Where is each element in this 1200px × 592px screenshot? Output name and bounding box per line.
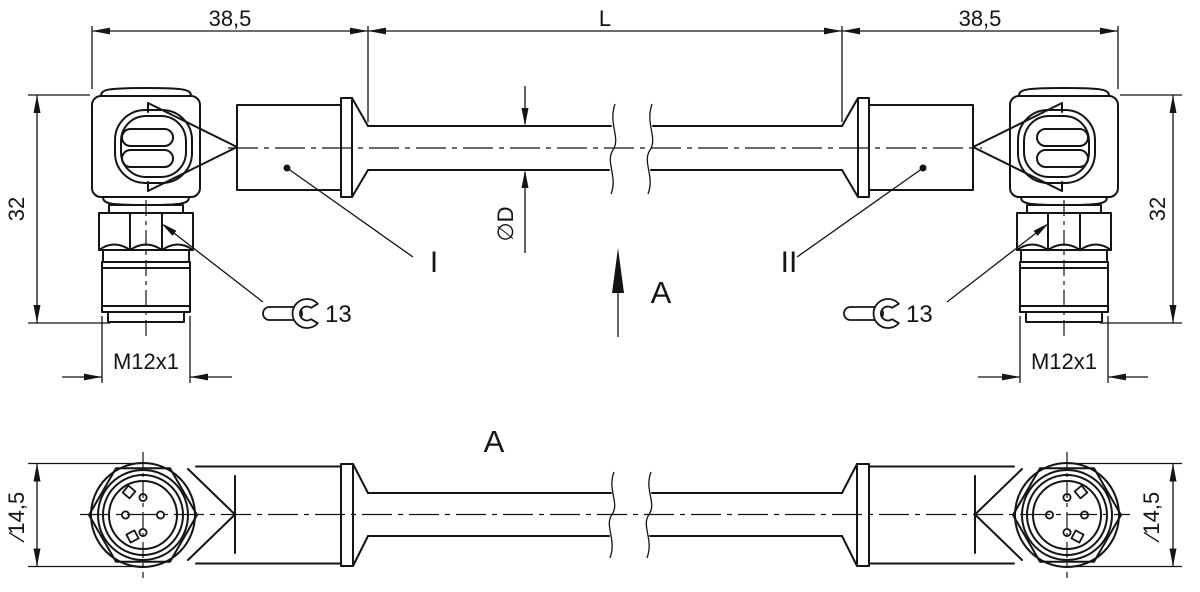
dim-text-face-right: ∕14,5 (1139, 492, 1164, 544)
connector-label-ii: II (781, 246, 798, 279)
top-view (27, 26, 1183, 384)
section-arrow-label: A (651, 275, 672, 310)
dim-text-height-right: 32 (1145, 197, 1170, 221)
wrench-icon-left (262, 298, 319, 329)
wrench-size-text-right: 13 (906, 301, 933, 328)
dim-text-thread-right: M12x1 (1031, 349, 1097, 374)
dim-arrow-icon (1100, 27, 1118, 35)
dim-arrow-icon (521, 170, 529, 188)
bottom-view-title: A (484, 424, 505, 459)
cable-outline (367, 125, 843, 171)
wrench-icon-right (843, 298, 900, 329)
dim-arrow-icon (368, 27, 386, 35)
dim-text-thread-left: M12x1 (113, 349, 179, 374)
connector-i (27, 87, 414, 384)
dim-text-width-right: 38,5 (959, 6, 1002, 31)
connector-ii (796, 87, 1183, 384)
dim-text-height-left: 32 (4, 197, 29, 221)
dim-length-lines (91, 26, 1119, 122)
section-arrow-head (612, 248, 624, 293)
cable-break-icon (609, 103, 654, 195)
dim-text-cable-diameter: ∅D (493, 206, 518, 241)
dim-arrow-icon (824, 27, 842, 35)
dim-text-face-left: ∕14,5 (4, 492, 29, 544)
dim-text-cable-length: L (599, 6, 611, 31)
dim-arrow-icon (350, 27, 368, 35)
wrench-size-text-left: 13 (325, 301, 352, 328)
dim-text-width-left: 38,5 (209, 6, 252, 31)
bottom-view (27, 451, 1183, 579)
cable-outline (367, 492, 843, 537)
connector-label-i: I (430, 246, 438, 279)
dim-arrow-icon (92, 27, 110, 35)
cable-break-icon (608, 471, 653, 559)
section-arrow-icon (612, 248, 624, 337)
dim-arrow-icon (521, 108, 529, 126)
dim-arrow-icon (842, 27, 860, 35)
